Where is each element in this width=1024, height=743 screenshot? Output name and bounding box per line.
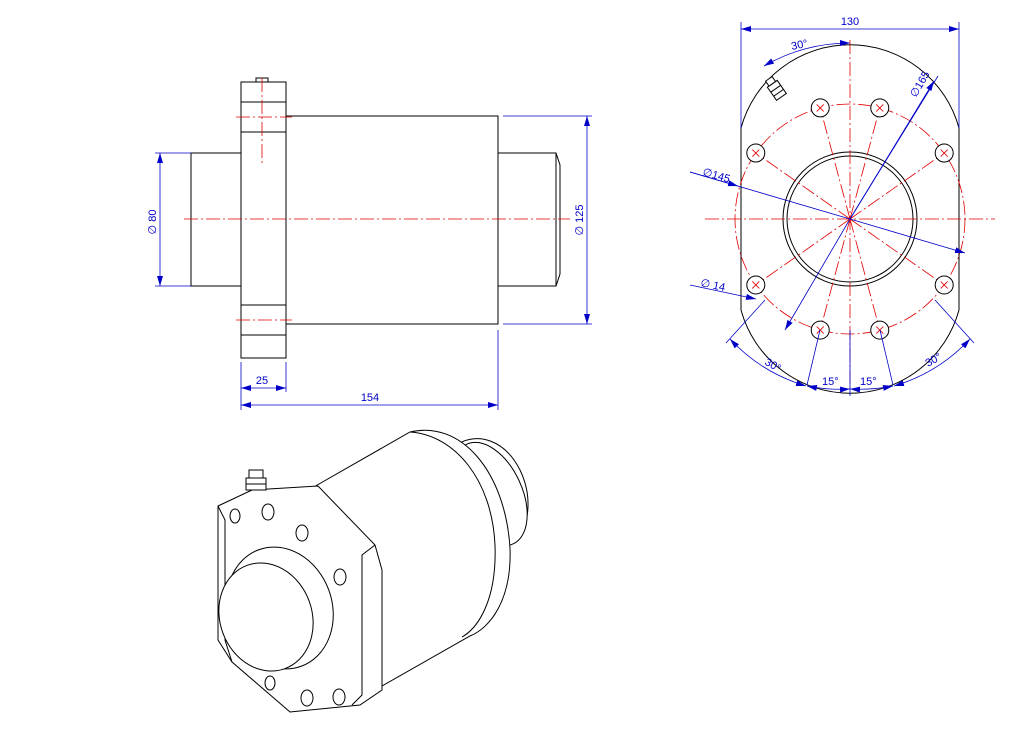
iso-hole <box>300 689 314 707</box>
dim-dia-125: ∅ 125 <box>574 205 586 236</box>
hole-center-mark <box>752 281 760 289</box>
hole-center-mark <box>875 104 884 112</box>
nut-body <box>285 115 499 325</box>
flange <box>240 81 287 359</box>
end-grease-nipple <box>764 75 788 102</box>
hole-center-mark <box>752 149 760 157</box>
hole-center-mark <box>940 149 948 157</box>
dim-overall-length: 154 <box>361 392 379 404</box>
isometric-view <box>217 429 529 713</box>
left-spigot <box>190 152 242 287</box>
right-spigot <box>498 152 561 287</box>
iso-hole <box>295 524 309 542</box>
iso-hole <box>332 688 346 706</box>
end-view: 130 30° ∅165 ∅145 ∅ 14 30° 15° 15° 30° <box>689 16 995 396</box>
dim-dia-14: ∅ 14 <box>699 277 726 294</box>
iso-hole <box>261 503 275 521</box>
dim-angle-top: 30° <box>790 38 809 53</box>
dim-dia-145: ∅145 <box>701 166 731 185</box>
dim-angle-15-right: 15° <box>860 376 877 388</box>
dim-angle-15-left: 15° <box>822 376 839 388</box>
dim-angle-bottom-left: 30° <box>763 356 783 375</box>
side-view: ∅ 80 ∅ 125 25 154 <box>147 77 592 410</box>
iso-hole <box>229 508 241 524</box>
dim-dia-165: ∅165 <box>908 69 932 99</box>
iso-hole <box>333 568 347 586</box>
hole-center-mark <box>940 281 948 289</box>
dim-dia-80: ∅ 80 <box>147 210 159 235</box>
dim-angle-bottom-right: 30° <box>924 351 944 370</box>
iso-hole <box>264 675 276 691</box>
bolt-holes <box>746 98 954 340</box>
iso-grease-nipple <box>245 469 267 491</box>
dim-width-130: 130 <box>841 16 859 28</box>
dim-flange-width: 25 <box>256 375 268 387</box>
hole-center-mark <box>816 104 825 112</box>
